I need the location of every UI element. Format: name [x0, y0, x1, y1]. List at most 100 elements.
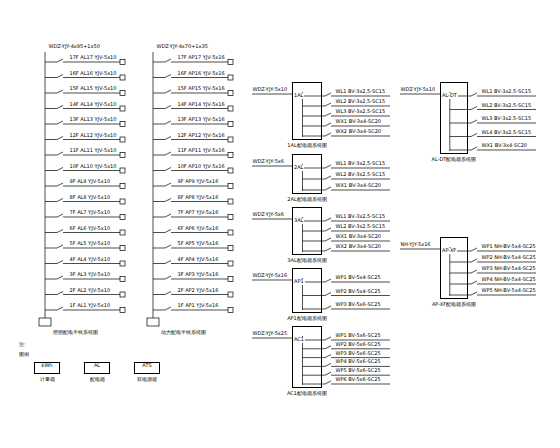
wire: [153, 279, 165, 280]
wire: [477, 109, 536, 110]
wire: [153, 232, 165, 233]
panel-name: 2AL: [293, 165, 304, 171]
feeder-label: 16F AP16 YJV-5x16: [177, 71, 225, 77]
breaker-symbol: [165, 90, 171, 93]
circuit-label: WP2 BV-5x4-SC25: [335, 289, 381, 295]
legend-box: AL: [84, 362, 110, 374]
wire: [331, 348, 390, 349]
breaker-symbol: [325, 346, 331, 349]
circuit-label: WL2 BV-3x2.5-SC15: [335, 99, 386, 105]
feeder-label: 10F AP10 YJV-5x16: [177, 164, 225, 170]
legend-symbol: ATS: [135, 363, 159, 369]
wire: [63, 62, 120, 63]
feeder-label: 7F AL7 YJV-5x10: [69, 210, 111, 216]
feeder-label: 12F AP12 YJV-5x16: [177, 133, 225, 139]
meter-symbol: [228, 308, 233, 313]
feeder-label: 5F AP5 YJV-5x16: [177, 241, 219, 247]
wire: [153, 108, 165, 109]
diagram-caption: AP1配电箱系统图: [287, 316, 328, 322]
feeder-label: 7F AP7 YJV-5x16: [177, 210, 219, 216]
feeder-label: 14F AP14 YJV-5x16: [177, 102, 225, 108]
diagram-caption: 动力配电干线系统图: [160, 330, 206, 336]
legend-caption: 双电源箱: [137, 377, 158, 383]
wire: [331, 106, 390, 107]
wire: [63, 217, 120, 218]
panel-box: 1AL: [292, 82, 322, 140]
circuit-label: WL1 BV-3x2.5-SC15: [335, 161, 386, 167]
breaker-symbol: [325, 337, 331, 340]
circuit-label: WP1 BV-5x4-SC25: [335, 275, 381, 281]
breaker-symbol: [165, 75, 171, 78]
wire: [331, 126, 390, 127]
breaker-symbol: [57, 261, 63, 264]
circuit-label: WP2 BV-5x6-SC25: [335, 342, 381, 348]
feeder-label: 1F AL1 YJV-5x10: [69, 303, 111, 309]
circuit-label: WL2 BV-3x2.5-SC15: [335, 172, 386, 178]
breaker-symbol: [165, 137, 171, 140]
breaker-symbol: [471, 270, 477, 273]
diagram-caption: AL-DT配电箱系统图: [431, 157, 477, 163]
breaker-symbol: [325, 372, 331, 375]
wire: [171, 279, 228, 280]
wire: [477, 150, 536, 151]
wire: [45, 248, 57, 249]
wire: [63, 93, 120, 94]
wire: [171, 170, 228, 171]
feeder-label: 6F AP6 YJV-5x16: [177, 226, 219, 232]
wire: [171, 263, 228, 264]
circuit-label: WX1 BV-3x4-SC20: [481, 143, 528, 149]
breaker-symbol: [325, 293, 331, 296]
wire: [45, 77, 57, 78]
breaker-symbol: [165, 152, 171, 155]
breaker-symbol: [325, 355, 331, 358]
meter-symbol: [228, 91, 233, 96]
wire: [171, 77, 228, 78]
diagram-caption: 2AL配电箱系统图: [287, 197, 327, 203]
meter-symbol: [120, 168, 125, 173]
wire: [171, 201, 228, 202]
wire: [302, 92, 303, 137]
breaker-symbol: [325, 176, 331, 179]
wire: [171, 310, 228, 311]
breaker-symbol: [57, 214, 63, 217]
breaker-symbol: [165, 292, 171, 295]
breaker-symbol: [165, 183, 171, 186]
breaker-symbol: [57, 230, 63, 233]
panel-name: 3AL: [293, 218, 304, 224]
meter-symbol: [228, 137, 233, 142]
wire: [153, 248, 165, 249]
panel-name: AL-DT: [441, 93, 458, 99]
meter-symbol: [120, 60, 125, 65]
wire: [331, 168, 390, 169]
wire: [63, 170, 120, 171]
feeder-label: 8F AL8 YJV-5x10: [69, 195, 111, 201]
wire: [45, 62, 57, 63]
wire: [171, 294, 228, 295]
meter-symbol: [39, 318, 51, 326]
meter-symbol: [228, 106, 233, 111]
breaker-symbol: [165, 230, 171, 233]
wire: [331, 340, 390, 341]
meter-symbol: [228, 292, 233, 297]
breaker-symbol: [325, 228, 331, 231]
wire: [331, 221, 390, 222]
circuit-label: WL4 BV-3x2.5-SC15: [481, 130, 532, 136]
feeder-label: 8F AP8 YJV-5x16: [177, 195, 219, 201]
circuit-label: WL2 BV-3x2.5-SC15: [335, 224, 386, 230]
breaker-symbol: [57, 75, 63, 78]
meter-symbol: [228, 153, 233, 158]
meter-symbol: [228, 215, 233, 220]
feeder-label: 15F AP15 YJV-5x16: [177, 86, 225, 92]
meter-symbol: [120, 261, 125, 266]
wire: [331, 96, 390, 97]
wire: [171, 155, 228, 156]
breaker-symbol: [57, 121, 63, 124]
wire: [45, 108, 57, 109]
feeder-label: 5F AL5 YJV-5x10: [69, 241, 111, 247]
wire: [63, 201, 120, 202]
wire: [45, 232, 57, 233]
circuit-label: WP2 NH-BV-5x4-SC25: [481, 255, 536, 261]
breaker-symbol: [471, 281, 477, 284]
wire: [153, 62, 165, 63]
wire: [171, 62, 228, 63]
